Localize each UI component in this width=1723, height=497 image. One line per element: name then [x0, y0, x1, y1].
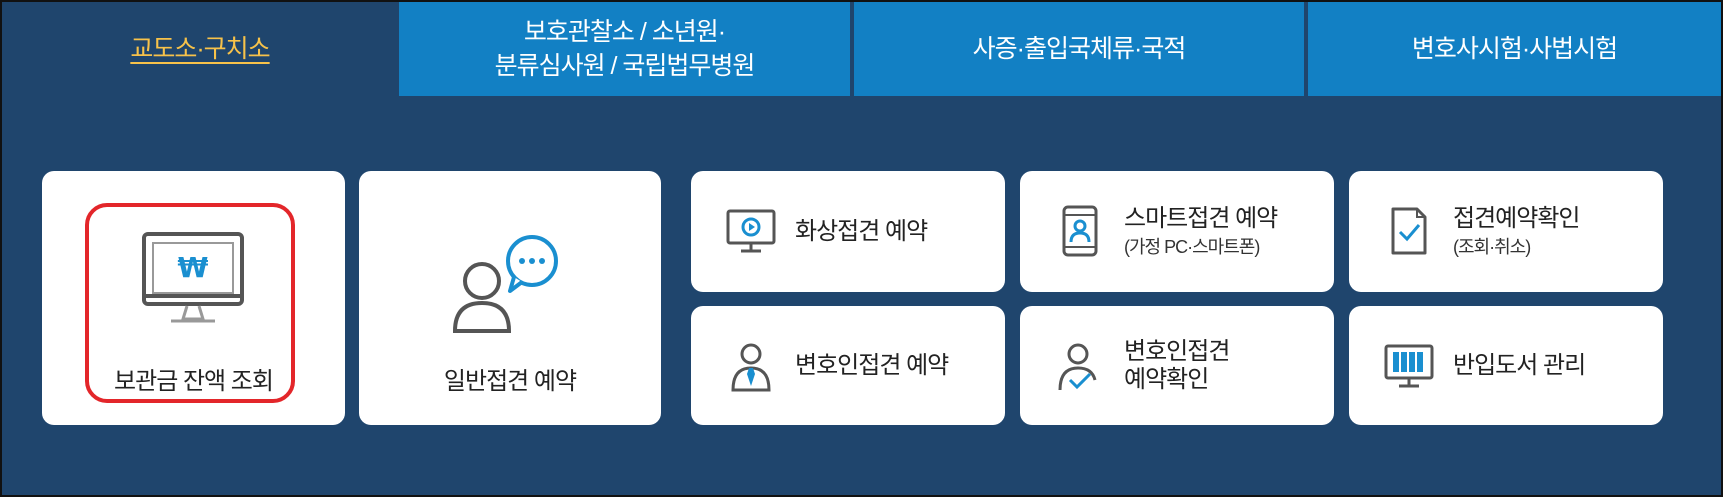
smart-visit-card[interactable]: 스마트접견 예약 (가정 PC·스마트폰) — [1020, 171, 1334, 292]
smart-visit-sublabel: (가정 PC·스마트폰) — [1124, 236, 1260, 257]
visit-confirm-card[interactable]: 접견예약확인 (조회·취소) — [1349, 171, 1663, 292]
video-visit-text: 화상접견 예약 — [795, 171, 928, 292]
visit-confirm-sublabel: (조회·취소) — [1453, 236, 1531, 257]
tab-bar-exam-label: 변호사시험·사법시험 — [1411, 35, 1618, 63]
monitor-won-icon: ₩ — [142, 232, 244, 323]
tab-probation-label-line1: 보호관찰소 / 소년원· — [523, 18, 726, 46]
highlight-box — [85, 203, 295, 403]
lawyer-visit-confirm-card[interactable]: 변호인접견 예약확인 — [1020, 306, 1334, 425]
lawyer-visit-text: 변호인접견 예약 — [795, 306, 949, 425]
video-visit-label: 화상접견 예약 — [795, 217, 928, 245]
visit-confirm-label: 접견예약확인 — [1453, 204, 1580, 232]
person-chat-icon — [452, 235, 558, 333]
deposit-balance-label: 보관금 잔액 조회 — [114, 368, 274, 395]
book-management-card[interactable]: 반입도서 관리 — [1349, 306, 1663, 425]
smart-visit-label: 스마트접견 예약 — [1124, 204, 1278, 232]
tab-prison-label: 교도소·구치소 — [130, 35, 270, 63]
person-check-icon — [1058, 343, 1097, 391]
lawyer-visit-label: 변호인접견 예약 — [795, 351, 949, 379]
general-visit-card[interactable]: 일반접견 예약 — [359, 171, 661, 425]
lawyer-visit-confirm-label-line1: 변호인접견 — [1124, 337, 1230, 365]
tab-probation-label-line2: 분류심사원 / 국립법무병원 — [494, 52, 756, 80]
tab-divider — [1304, 2, 1308, 96]
general-visit-label: 일반접견 예약 — [443, 368, 577, 395]
visit-confirm-text: 접견예약확인 (조회·취소) — [1453, 171, 1580, 292]
tab-divider — [850, 2, 854, 96]
smart-visit-text: 스마트접견 예약 (가정 PC·스마트폰) — [1124, 171, 1278, 292]
tab-immigration-label: 사증·출입국체류·국적 — [972, 35, 1187, 63]
book-management-text: 반입도서 관리 — [1453, 306, 1586, 425]
tab-probation[interactable]: 보호관찰소 / 소년원· 분류심사원 / 국립법무병원 — [399, 2, 850, 96]
lawyer-visit-confirm-label-line2: 예약확인 — [1124, 365, 1209, 393]
books-monitor-icon — [1384, 344, 1434, 388]
lawyer-visit-confirm-text: 변호인접견 예약확인 — [1124, 306, 1230, 425]
lawyer-icon — [731, 343, 771, 392]
svg-text:₩: ₩ — [178, 251, 209, 284]
tab-immigration[interactable]: 사증·출입국체류·국적 — [854, 2, 1304, 96]
video-visit-card[interactable]: 화상접견 예약 — [691, 171, 1005, 292]
video-monitor-icon — [726, 209, 776, 253]
document-check-icon — [1391, 207, 1427, 255]
tab-prison[interactable]: 교도소·구치소 — [2, 2, 398, 96]
tablet-person-icon — [1062, 205, 1098, 257]
deposit-balance-card[interactable]: ₩ 보관금 잔액 조회 — [42, 171, 345, 425]
tab-bar-exam[interactable]: 변호사시험·사법시험 — [1308, 2, 1721, 96]
book-management-label: 반입도서 관리 — [1453, 351, 1586, 379]
category-tabs: 교도소·구치소 보호관찰소 / 소년원· 분류심사원 / 국립법무병원 사증·출… — [2, 2, 1721, 96]
lawyer-visit-card[interactable]: 변호인접견 예약 — [691, 306, 1005, 425]
